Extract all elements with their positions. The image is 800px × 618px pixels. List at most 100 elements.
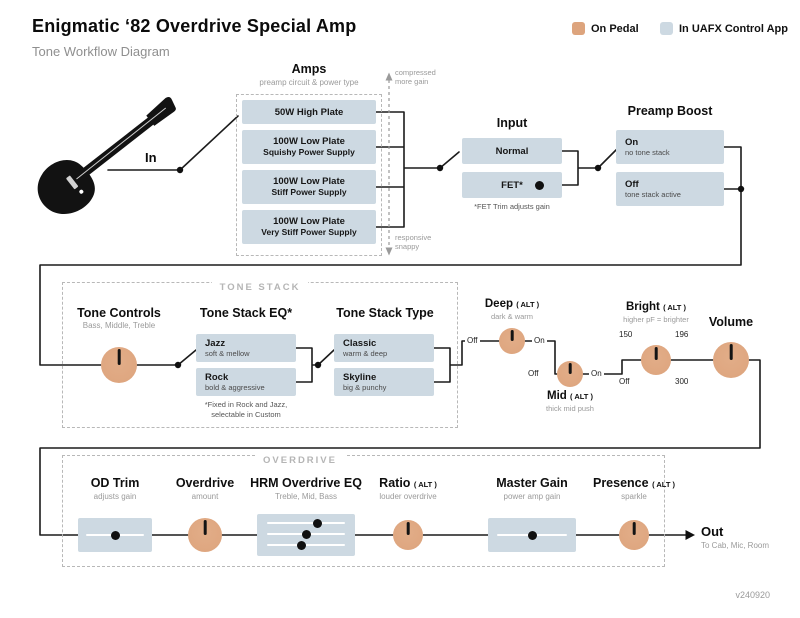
overdrive-section-label: OVERDRIVE [230, 450, 370, 468]
hrm-eq-title: HRM Overdrive EQ [250, 476, 362, 490]
presence-subtitle: sparkle [621, 492, 647, 501]
overdrive-title: Overdrive [175, 476, 235, 490]
deep-on-label: On [532, 336, 547, 345]
legend-in-app: In UAFX Control App [660, 22, 788, 35]
volume-knob[interactable] [713, 342, 749, 378]
fet-trim-dot[interactable] [535, 180, 544, 190]
od-trim-subtitle: adjusts gain [93, 492, 137, 501]
version-label: v240920 [735, 590, 770, 600]
input-option-normal[interactable]: Normal [462, 138, 562, 164]
bright-title: Bright ( ALT ) [626, 301, 686, 313]
bright-tick-150: 150 [617, 330, 635, 339]
fet-footnote: *FET Trim adjusts gain [474, 202, 550, 211]
overdrive-container [62, 455, 665, 567]
mid-subtitle: thick mid push [546, 404, 594, 413]
pedal-color-swatch [572, 22, 585, 35]
tone-controls-title: Tone Controls [77, 306, 161, 320]
input-title: Input [496, 116, 528, 130]
mid-knob[interactable] [557, 361, 583, 387]
tone-controls-subtitle: Bass, Middle, Treble [82, 321, 156, 330]
amp-option-100w-stiff[interactable]: 100W Low Plate Stiff Power Supply [242, 170, 376, 204]
legend-pedal-label: On Pedal [591, 22, 639, 35]
bright-knob[interactable] [641, 345, 671, 375]
legend-on-pedal: On Pedal [572, 22, 639, 35]
knob-pointer-icon [568, 363, 572, 374]
presence-title: Presence ( ALT ) [592, 476, 675, 490]
hrm-eq-subtitle: Treble, Mid, Bass [275, 492, 337, 501]
axis-label-responsive: responsive [395, 233, 432, 242]
page-subtitle: Tone Workflow Diagram [32, 44, 170, 59]
mid-title: Mid ( ALT ) [547, 390, 593, 402]
hrm-bass-dot[interactable] [296, 540, 306, 550]
amp-option-100w-very-stiff[interactable]: 100W Low Plate Very Stiff Power Supply [242, 210, 376, 244]
app-color-swatch [660, 22, 673, 35]
hrm-eq-sliders[interactable] [257, 514, 355, 556]
knob-pointer-icon [632, 522, 636, 535]
tone-controls-knob[interactable] [101, 347, 137, 383]
eq-option-rock[interactable]: Rock bold & aggressive [196, 368, 296, 396]
slider-slot [267, 544, 345, 546]
knob-pointer-icon [510, 330, 514, 341]
bright-tick-300: 300 [673, 377, 691, 386]
tone-stack-eq-title: Tone Stack EQ* [199, 306, 293, 320]
mid-off-label: Off [526, 369, 541, 378]
tone-stack-section-label: TONE STACK [190, 277, 330, 295]
deep-off-label: Off [465, 336, 480, 345]
hrm-mid-dot[interactable] [301, 529, 311, 539]
eq-footnote-line1: *Fixed in Rock and Jazz, [204, 400, 288, 409]
amp-option-50w-high-plate[interactable]: 50W High Plate [242, 100, 376, 124]
tone-stack-type-title: Tone Stack Type [336, 306, 434, 320]
master-gain-title: Master Gain [496, 476, 568, 490]
master-gain-subtitle: power amp gain [503, 492, 561, 501]
ratio-title: Ratio ( ALT ) [379, 476, 437, 490]
out-arrowhead-icon [685, 530, 695, 540]
axis-label-more-gain: more gain [395, 77, 429, 86]
input-option-fet[interactable]: FET* [462, 172, 562, 198]
bright-tick-196: 196 [673, 330, 691, 339]
amp-option-100w-squishy[interactable]: 100W Low Plate Squishy Power Supply [242, 130, 376, 164]
ratio-subtitle: louder overdrive [379, 492, 437, 501]
gain-axis [385, 72, 393, 256]
axis-label-snappy: snappy [395, 242, 420, 251]
arrow-down-icon [385, 247, 393, 256]
bright-subtitle: higher pF = brighter [623, 315, 689, 324]
preamp-boost-off[interactable]: Off tone stack active [616, 172, 724, 206]
od-trim-slider[interactable] [78, 518, 152, 552]
eq-footnote-line2: selectable in Custom [211, 410, 281, 419]
knob-pointer-icon [406, 522, 410, 535]
preamp-boost-title: Preamp Boost [627, 104, 713, 118]
hrm-treble-dot[interactable] [312, 518, 322, 528]
deep-subtitle: dark & warm [490, 312, 534, 321]
amps-subtitle: preamp circuit & power type [259, 78, 359, 87]
bright-off-label: Off [617, 377, 632, 386]
arrow-up-icon [385, 72, 393, 81]
deep-title: Deep ( ALT ) [484, 298, 540, 310]
od-trim-dot[interactable] [110, 530, 120, 540]
amps-title: Amps [291, 62, 327, 76]
type-option-classic[interactable]: Classic warm & deep [334, 334, 434, 362]
presence-knob[interactable] [619, 520, 649, 550]
preamp-boost-on[interactable]: On no tone stack [616, 130, 724, 164]
mid-on-label: On [589, 369, 604, 378]
slider-slot [267, 522, 345, 524]
type-option-skyline[interactable]: Skyline big & punchy [334, 368, 434, 396]
knob-pointer-icon [117, 349, 121, 365]
legend-app-label: In UAFX Control App [679, 22, 788, 35]
volume-title: Volume [708, 315, 754, 329]
amps-container [236, 94, 382, 256]
out-label: Out [701, 524, 724, 539]
master-gain-dot[interactable] [527, 530, 537, 540]
ratio-knob[interactable] [393, 520, 423, 550]
master-gain-slider[interactable] [488, 518, 576, 552]
knob-pointer-icon [654, 347, 658, 360]
overdrive-knob[interactable] [188, 518, 222, 552]
out-subtitle: To Cab, Mic, Room [701, 541, 770, 550]
deep-knob[interactable] [499, 328, 525, 354]
eq-option-jazz[interactable]: Jazz soft & mellow [196, 334, 296, 362]
knob-pointer-icon [203, 520, 207, 535]
overdrive-subtitle: amount [191, 492, 219, 501]
guitar-illustration [37, 96, 176, 214]
knob-pointer-icon [729, 344, 733, 360]
